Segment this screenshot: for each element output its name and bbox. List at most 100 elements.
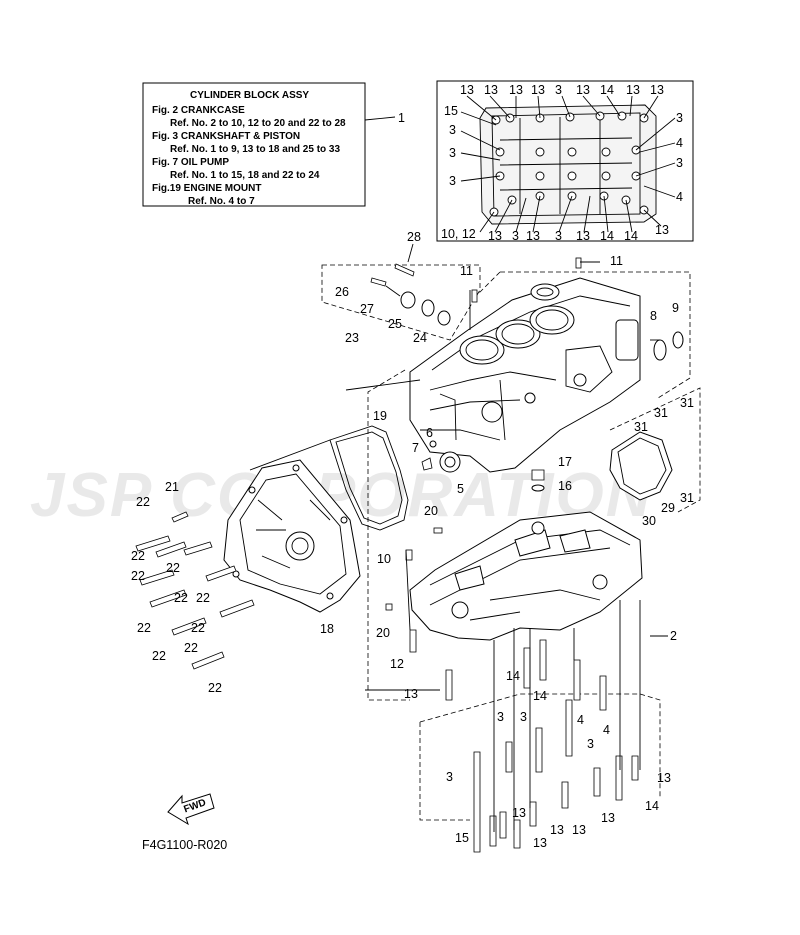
inset-bottom-8: 14: [624, 229, 638, 243]
callout-29: 29: [661, 501, 675, 515]
oil-cover: [609, 431, 673, 501]
callout-25: 25: [388, 317, 402, 331]
inset-left-4: 3: [449, 174, 456, 188]
bolt-21: [171, 511, 189, 523]
callout-6: 6: [426, 426, 433, 440]
cap-17: [531, 469, 545, 481]
callout-11b: 11: [610, 254, 623, 268]
info-box-ref: 1: [398, 111, 405, 125]
callout-24: 24: [413, 331, 427, 345]
inset-top-5: 3: [555, 83, 562, 97]
info-box-title: CYLINDER BLOCK ASSY: [190, 90, 309, 101]
info-line-5: Fig. 7 OIL PUMP: [152, 157, 229, 168]
callout-26: 26: [335, 285, 349, 299]
dowel-10: [405, 549, 413, 561]
callout-13b: 13: [657, 771, 671, 785]
stud-12: [409, 629, 417, 653]
callout-22i: 22: [152, 649, 166, 663]
callout-13d: 13: [572, 823, 586, 837]
callout-14c: 14: [645, 799, 659, 813]
callout-22k: 22: [208, 681, 222, 695]
callout-4a: 4: [577, 713, 584, 727]
callout-3b: 3: [520, 710, 527, 724]
seal-8: [653, 339, 667, 361]
side-cover: [223, 459, 361, 613]
callout-3d: 3: [446, 770, 453, 784]
callout-11a: 11: [460, 264, 473, 278]
callout-20b: 20: [376, 626, 390, 640]
inset-left-1: 15: [444, 104, 458, 118]
callout-31a: 31: [654, 406, 668, 420]
info-line-1: Fig. 2 CRANKCASE: [152, 105, 245, 116]
callout-13f: 13: [512, 806, 526, 820]
callout-labels: 28 26 27 25 24 23 11 11 8 9 19 6 7 5 17 …: [131, 230, 694, 850]
callout-22d: 22: [131, 569, 145, 583]
info-box: CYLINDER BLOCK ASSY Fig. 2 CRANKCASE Ref…: [142, 82, 405, 207]
inset-bottom-7: 14: [600, 229, 614, 243]
info-line-8: Ref. No. 4 to 7: [188, 196, 255, 207]
inset-bottom-2: 13: [488, 229, 502, 243]
callout-30: 30: [642, 514, 656, 528]
callout-17: 17: [558, 455, 572, 469]
callout-14a: 14: [506, 669, 520, 683]
inset-top-9: 13: [650, 83, 664, 97]
inset-top-8: 13: [626, 83, 640, 97]
oring-9: [672, 331, 684, 349]
oil-seal: [439, 451, 461, 473]
callout-13e: 13: [550, 823, 564, 837]
inset-top-3: 13: [509, 83, 523, 97]
callout-22g: 22: [137, 621, 151, 635]
inset-bottom-1: 10, 12: [441, 227, 476, 241]
info-line-3: Fig. 3 CRANKSHAFT & PISTON: [152, 131, 300, 142]
callout-31c: 31: [634, 420, 648, 434]
callout-31d: 31: [680, 491, 694, 505]
callout-5: 5: [457, 482, 464, 496]
inset-top-2: 13: [484, 83, 498, 97]
inset-top-6: 13: [576, 83, 590, 97]
callout-9: 9: [672, 301, 679, 315]
inset-left-2: 3: [449, 123, 456, 137]
callout-22a: 22: [136, 495, 150, 509]
crankcase-bolts: [445, 639, 639, 853]
dowel-11b: [575, 257, 582, 269]
pin-20b: [385, 603, 393, 611]
callout-22c: 22: [166, 561, 180, 575]
callout-3a: 3: [497, 710, 504, 724]
figure-code: F4G1100-R020: [142, 838, 227, 852]
callout-7: 7: [412, 441, 419, 455]
inset-bottom-4: 13: [526, 229, 540, 243]
callout-20a: 20: [424, 504, 438, 518]
inset-bottom-6: 13: [576, 229, 590, 243]
dowel-11a: [471, 289, 478, 303]
callout-21: 21: [165, 480, 179, 494]
callout-12: 12: [390, 657, 404, 671]
callout-23: 23: [345, 331, 359, 345]
callout-13c: 13: [601, 811, 615, 825]
washer-6: [429, 440, 437, 448]
callout-16: 16: [558, 479, 572, 493]
cylinder-block: [409, 277, 641, 473]
callout-19: 19: [373, 409, 387, 423]
callout-22e: 22: [174, 591, 188, 605]
gasket: [329, 425, 409, 531]
callout-8: 8: [650, 309, 657, 323]
callout-10: 10: [377, 552, 391, 566]
pin-20a: [433, 527, 443, 534]
callout-27: 27: [360, 302, 374, 316]
callout-18: 18: [320, 622, 334, 636]
callout-31b: 31: [680, 396, 694, 410]
inset-bottom-9: 13: [655, 223, 669, 237]
info-line-4: Ref. No. 1 to 9, 13 to 18 and 25 to 33: [170, 144, 340, 155]
leader-lines: [249, 261, 660, 832]
callout-15: 15: [455, 831, 469, 845]
info-line-6: Ref. No. 1 to 15, 18 and 22 to 24: [170, 170, 320, 181]
inset-right-3: 3: [676, 156, 683, 170]
info-line-2: Ref. No. 2 to 10, 12 to 20 and 22 to 28: [170, 118, 346, 129]
cover-bolts: [135, 535, 255, 670]
plug-7: [421, 457, 433, 471]
lower-crankcase: [409, 511, 643, 641]
inset-bottom-3: 3: [512, 229, 519, 243]
callout-13a: 13: [404, 687, 418, 701]
callout-4b: 4: [603, 723, 610, 737]
